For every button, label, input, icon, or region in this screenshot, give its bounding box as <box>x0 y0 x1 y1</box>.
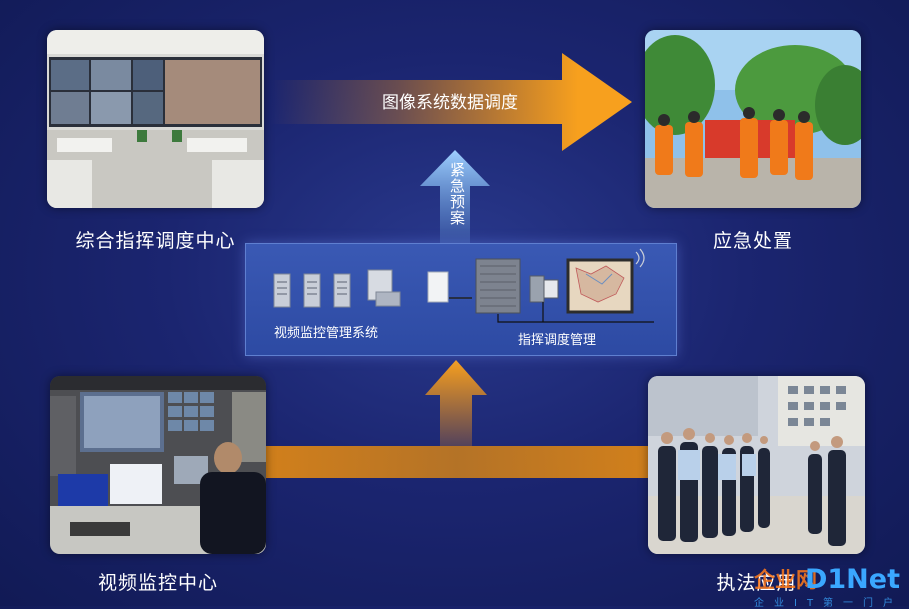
emergency-plan-label: 紧急预案 <box>448 162 466 226</box>
wireless-icon <box>635 248 645 268</box>
watermark-sub-text: 企业IT第一门户 <box>754 598 904 609</box>
d1net-watermark: 企业网 D1Net 企业IT第一门户 <box>752 562 908 609</box>
storage-icon <box>367 269 401 307</box>
law-enforcement-photo <box>648 376 865 554</box>
matrix-cabinet-icon <box>475 258 521 314</box>
command-center-caption: 综合指挥调度中心 <box>75 230 236 252</box>
top-arrow-label: 图像系统数据调度 <box>382 93 518 113</box>
command-dispatch-management-label: 指挥调度管理 <box>518 333 597 348</box>
video-center-photo <box>50 376 266 554</box>
equipment-icons <box>273 248 654 323</box>
emergency-photo <box>645 30 861 208</box>
up-flow-arrow <box>425 360 487 446</box>
command-center-photo <box>47 30 264 208</box>
law-enforcement-caption: 执法应用 <box>716 572 797 594</box>
server-icons <box>273 273 351 308</box>
emergency-plan-arrow <box>420 150 490 243</box>
emergency-caption: 应急处置 <box>712 230 793 252</box>
watermark-cn-text: 企业网 <box>754 568 817 592</box>
decoder-icon <box>529 275 545 303</box>
video-center-caption: 视频监控中心 <box>97 572 218 594</box>
encoder-icon <box>427 271 449 303</box>
bottom-connector-bar <box>262 446 652 478</box>
watermark-brand-text: D1Net <box>804 564 900 595</box>
center-management-panel: 视频监控管理系统 指挥调度管理 <box>245 243 677 356</box>
top-flow-arrow <box>270 53 632 151</box>
video-management-system-label: 视频监控管理系统 <box>274 326 379 341</box>
